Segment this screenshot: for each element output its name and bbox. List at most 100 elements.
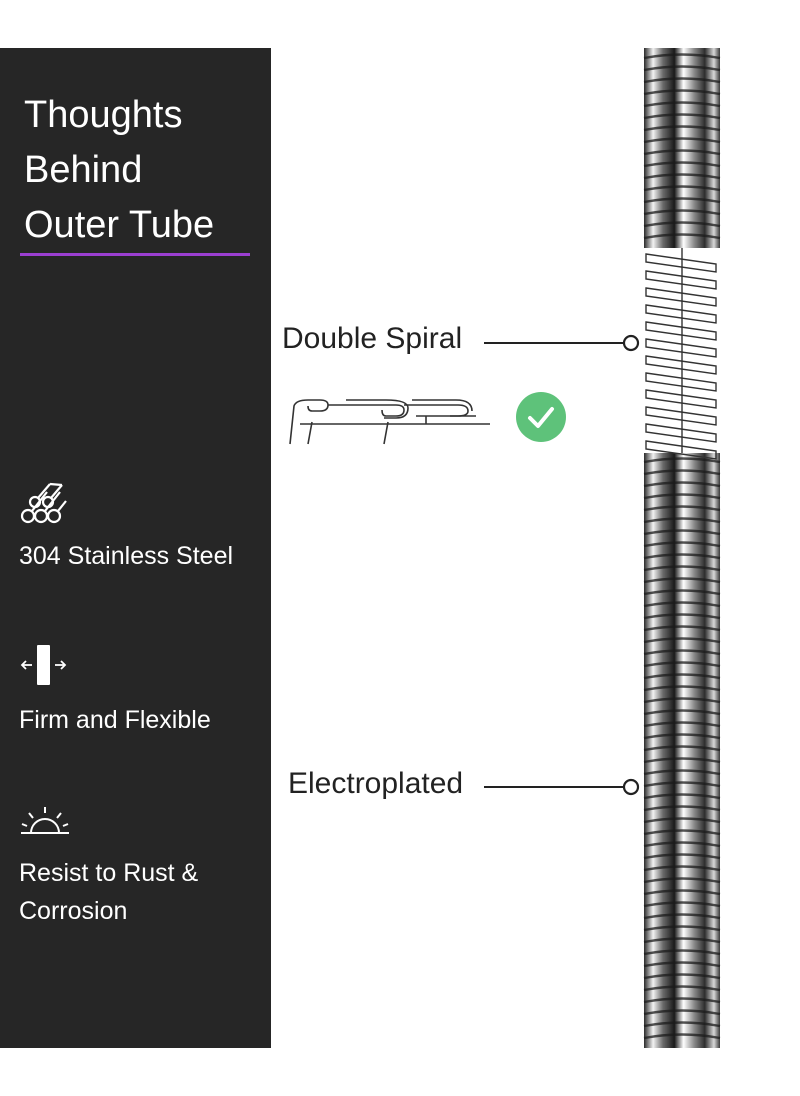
title-line-1: Thoughts (24, 94, 183, 136)
coil-ring (643, 233, 721, 240)
tube-lower-section (644, 453, 720, 1048)
spiral-band (645, 321, 717, 341)
checkmark-icon (516, 392, 566, 442)
coil-ring (643, 125, 721, 132)
coil-ring (643, 77, 721, 84)
coil-ring (643, 469, 721, 476)
coil-ring (643, 997, 721, 1004)
coil-ring (643, 541, 721, 548)
coil-ring (643, 949, 721, 956)
sidebar-panel (0, 48, 271, 1048)
feature-label-firm-flexible: Firm and Flexible (19, 706, 211, 734)
coil-ring (643, 113, 721, 120)
callout-electroplated: Electroplated (288, 767, 464, 800)
coil-ring (643, 209, 721, 216)
coil-ring (643, 985, 721, 992)
coil-ring (643, 613, 721, 620)
coil-ring (643, 1009, 721, 1016)
hose-tube-illustration (643, 48, 721, 1048)
feature-label-rust-line-2: Corrosion (19, 897, 128, 925)
coil-ring (643, 65, 721, 72)
title-line-3: Outer Tube (24, 204, 215, 246)
double-spiral-cutaway (644, 248, 720, 460)
spiral-band (645, 270, 717, 290)
spiral-band (645, 287, 717, 307)
spiral-band (645, 304, 717, 324)
coil-ring (643, 197, 721, 204)
coil-ring (643, 161, 721, 168)
coil-ring (643, 481, 721, 488)
coil-ring (643, 553, 721, 560)
spiral-band (645, 253, 717, 273)
coil-ring (643, 101, 721, 108)
callout-pointer-double-spiral (484, 334, 640, 352)
coil-ring (643, 649, 721, 656)
coil-ring (643, 841, 721, 848)
coil-ring (643, 1033, 721, 1040)
coil-ring (643, 625, 721, 632)
coil-ring (643, 137, 721, 144)
coil-ring (643, 853, 721, 860)
coil-ring (643, 149, 721, 156)
coil-ring (643, 565, 721, 572)
feature-label-rust-line-1: Resist to Rust & (19, 859, 199, 887)
coil-ring (643, 757, 721, 764)
coil-ring (643, 889, 721, 896)
coil-ring (643, 937, 721, 944)
coil-ring (643, 221, 721, 228)
coil-ring (643, 925, 721, 932)
spiral-band (645, 440, 717, 460)
tube-upper-section (644, 48, 720, 248)
coil-ring (643, 173, 721, 180)
title-line-2: Behind (24, 149, 143, 191)
spiral-band (645, 389, 717, 409)
spiral-profile-diagram (289, 399, 490, 445)
coil-ring (643, 637, 721, 644)
spiral-band (645, 338, 717, 358)
coil-ring (643, 577, 721, 584)
coil-ring (643, 517, 721, 524)
coil-ring (643, 769, 721, 776)
sunrise-icon (21, 807, 69, 834)
coil-ring (643, 661, 721, 668)
coil-ring (643, 673, 721, 680)
pipes-icon (20, 482, 67, 524)
coil-ring (643, 709, 721, 716)
coil-ring (643, 829, 721, 836)
coil-ring (643, 505, 721, 512)
coil-ring (643, 721, 721, 728)
feature-label-stainless-steel: 304 Stainless Steel (19, 542, 234, 570)
spiral-band (645, 372, 717, 392)
coil-ring (643, 745, 721, 752)
title-underline (20, 253, 250, 256)
coil-ring (643, 697, 721, 704)
coil-ring (643, 53, 721, 60)
coil-ring (643, 1021, 721, 1028)
page-title: Thoughts Behind Outer Tube (24, 88, 264, 253)
spiral-band (645, 406, 717, 426)
spiral-band (645, 355, 717, 375)
coil-ring (643, 913, 721, 920)
coil-ring (643, 901, 721, 908)
flex-arrows-icon (20, 645, 67, 685)
coil-ring (643, 733, 721, 740)
coil-ring (643, 529, 721, 536)
coil-ring (643, 781, 721, 788)
coil-ring (643, 685, 721, 692)
coil-ring (643, 185, 721, 192)
coil-ring (643, 877, 721, 884)
coil-ring (643, 973, 721, 980)
coil-ring (643, 793, 721, 800)
coil-ring (643, 493, 721, 500)
coil-ring (643, 601, 721, 608)
spiral-band (645, 423, 717, 443)
coil-ring (643, 865, 721, 872)
coil-ring (643, 589, 721, 596)
callout-double-spiral: Double Spiral (282, 322, 463, 355)
coil-ring (643, 817, 721, 824)
coil-ring (643, 89, 721, 96)
coil-ring (643, 961, 721, 968)
coil-ring (643, 457, 721, 464)
coil-ring (643, 805, 721, 812)
